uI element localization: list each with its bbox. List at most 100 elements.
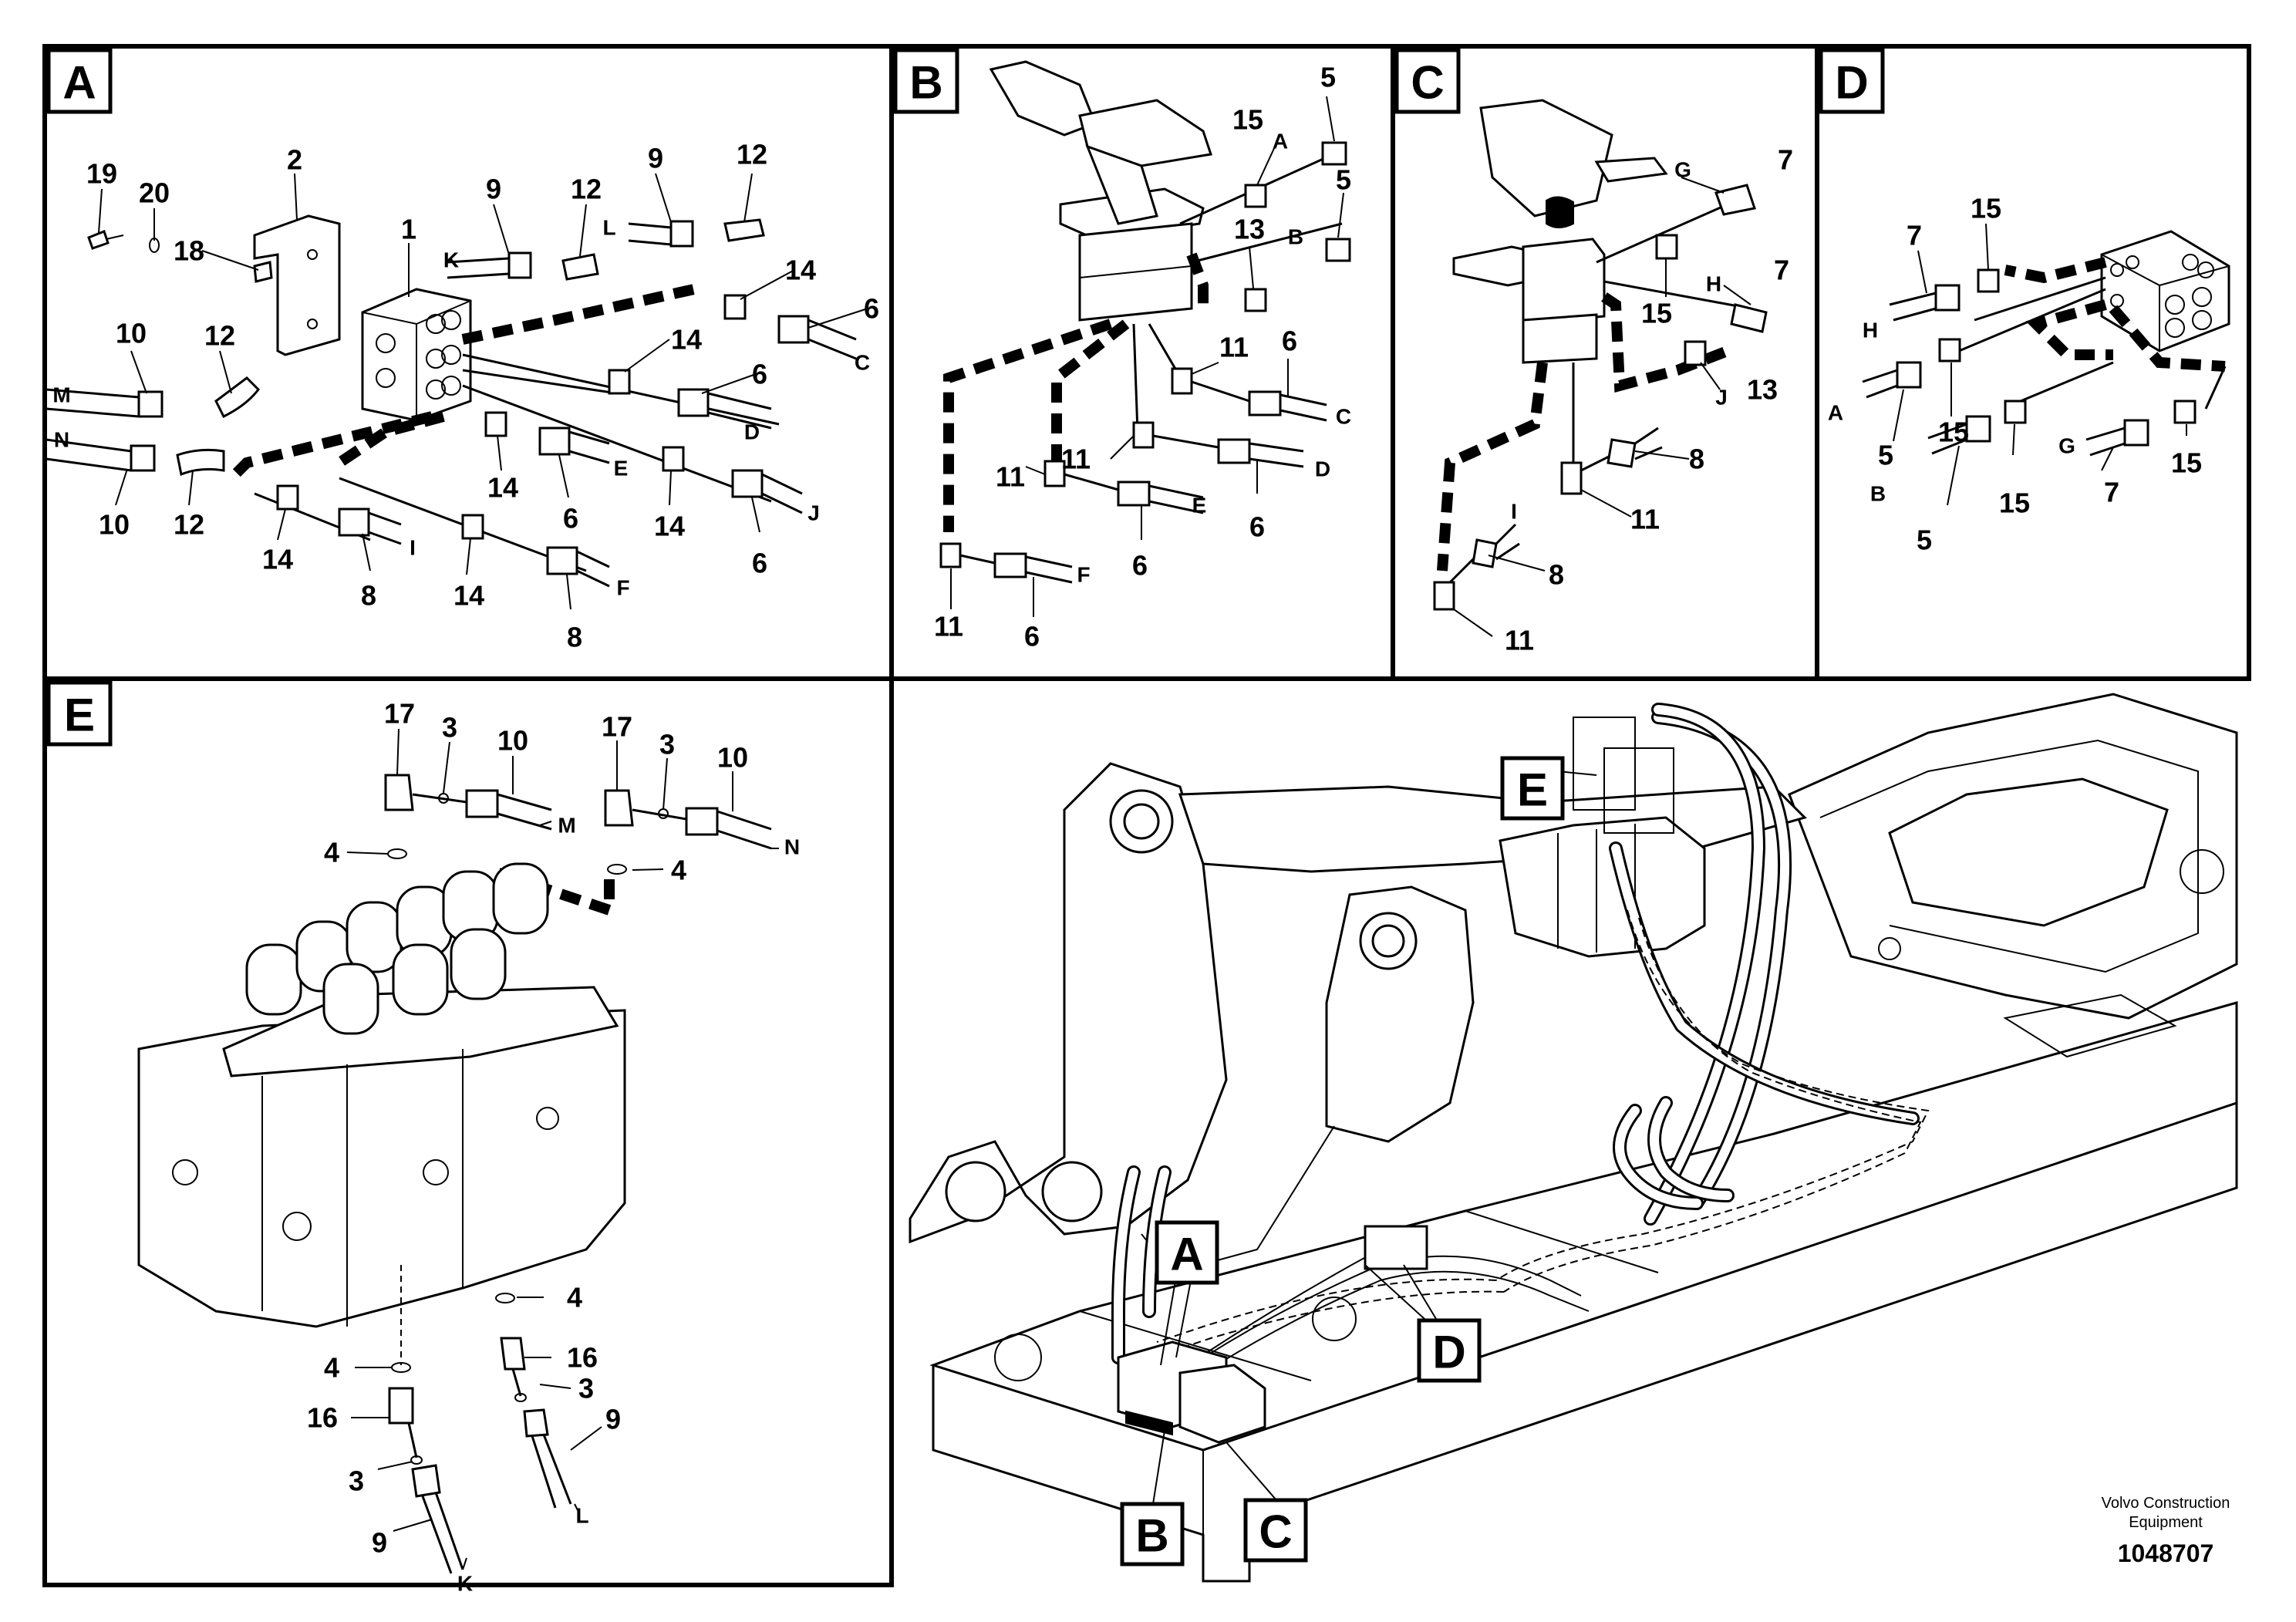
svg-text:E: E xyxy=(64,690,95,741)
panel-b-badge: B xyxy=(893,48,959,114)
callout-6: 6 xyxy=(1249,511,1265,543)
panel-a-badge: A xyxy=(46,48,113,114)
callout-6: 6 xyxy=(563,503,578,534)
panel-a-callouts: 19 20 2 18 1 9 12 9 12 14 6 10 12 14 6 1… xyxy=(86,139,879,653)
callout-6: 6 xyxy=(1132,550,1148,582)
callout-2: 2 xyxy=(287,144,302,176)
panel-b-drawing xyxy=(939,60,1351,617)
port-M: M xyxy=(52,383,70,407)
callout-14: 14 xyxy=(654,511,685,542)
callout-7: 7 xyxy=(1907,220,1922,251)
callout-11: 11 xyxy=(1505,625,1534,656)
callout-11: 11 xyxy=(996,461,1025,493)
overview-badge-e: E xyxy=(1500,756,1565,821)
callout-7: 7 xyxy=(1774,255,1789,286)
overview-badge-a: A xyxy=(1155,1220,1219,1285)
port-F: F xyxy=(1077,563,1090,587)
callout-10: 10 xyxy=(717,742,748,774)
callout-12: 12 xyxy=(204,320,235,352)
svg-text:B: B xyxy=(909,57,942,109)
callout-4: 4 xyxy=(324,1352,339,1384)
callout-11: 11 xyxy=(1630,504,1660,535)
panel-d-drawing xyxy=(1862,223,2230,506)
port-H: H xyxy=(1706,272,1721,296)
panel-e-badge: E xyxy=(46,680,113,747)
callout-15: 15 xyxy=(1232,104,1263,136)
port-H: H xyxy=(1863,319,1878,342)
callout-12: 12 xyxy=(174,509,204,541)
svg-text:A: A xyxy=(1170,1229,1203,1280)
callout-15: 15 xyxy=(1999,487,2030,519)
callout-13: 13 xyxy=(1234,214,1265,245)
overview-badge-c: C xyxy=(1243,1498,1308,1563)
panel-a-ports: K L C M D N E J I F xyxy=(52,216,870,600)
callout-16: 16 xyxy=(567,1342,598,1374)
callout-5: 5 xyxy=(1320,62,1336,93)
overview-badge-d: D xyxy=(1417,1318,1482,1383)
callout-15: 15 xyxy=(2171,447,2202,479)
callout-17: 17 xyxy=(602,711,632,743)
callout-6: 8 xyxy=(567,622,582,653)
port-L: L xyxy=(602,216,615,240)
port-J: J xyxy=(807,501,820,525)
bracket xyxy=(253,214,341,356)
port-C: C xyxy=(1336,405,1351,429)
footer-company-line2: Equipment xyxy=(2129,1514,2203,1531)
callout-20: 20 xyxy=(139,177,170,209)
callout-9: 9 xyxy=(486,174,501,205)
panel-d-frame xyxy=(1815,44,2251,681)
chassis-beam xyxy=(932,1101,2238,1583)
drawing-number: 1048707 xyxy=(2118,1539,2214,1567)
callout-3: 3 xyxy=(578,1373,594,1404)
panel-c-drawing xyxy=(1433,99,1768,637)
footer-company-line1: Volvo Construction xyxy=(2102,1495,2230,1512)
callout-14: 14 xyxy=(453,580,484,612)
port-G: G xyxy=(2058,434,2075,458)
port-F: F xyxy=(616,576,629,600)
panel-c-callouts: 7 15 7 13 8 11 8 11 xyxy=(1505,144,1793,656)
port-B: B xyxy=(1288,225,1303,249)
callout-14: 14 xyxy=(262,544,293,575)
port-K: K xyxy=(443,248,459,272)
callout-11: 11 xyxy=(1061,443,1091,475)
panel-b-callouts: 5 15 5 13 11 6 11 6 11 6 11 6 xyxy=(934,62,1351,653)
port-K: K xyxy=(457,1572,473,1596)
port-E: E xyxy=(1192,494,1207,518)
callout-9: 9 xyxy=(648,143,663,174)
valve-block-overview xyxy=(1499,816,1706,958)
port-D: D xyxy=(1315,457,1330,481)
panel-d-callouts: 15 7 15 5 15 15 7 5 15 xyxy=(1878,193,2202,556)
svg-text:E: E xyxy=(1517,764,1548,816)
panel-c-ports: G H J I xyxy=(1511,158,1728,524)
panel-e-ports: M N L K xyxy=(457,814,800,1596)
callout-8: 8 xyxy=(1689,443,1704,475)
port-I: I xyxy=(410,536,416,560)
callout-10: 10 xyxy=(497,725,528,757)
panel-a-drawing xyxy=(46,173,868,610)
callout-8: 8 xyxy=(1549,559,1564,591)
svg-text:D: D xyxy=(1432,1327,1465,1378)
callout-9: 9 xyxy=(372,1527,387,1559)
callout-4: 4 xyxy=(567,1282,582,1313)
callout-10: 10 xyxy=(116,318,147,349)
callout-7: 7 xyxy=(2104,477,2119,508)
distribution-block xyxy=(2100,230,2230,352)
port-L: L xyxy=(575,1504,588,1528)
panel-c-badge: C xyxy=(1394,48,1461,114)
panel-d-badge: D xyxy=(1819,48,1885,114)
callout-9: 9 xyxy=(605,1404,621,1435)
callout-18: 18 xyxy=(174,235,204,267)
svg-text:D: D xyxy=(1835,57,1868,109)
svg-text:A: A xyxy=(62,57,96,109)
callout-15: 15 xyxy=(1938,416,1969,448)
port-A: A xyxy=(1828,401,1843,425)
fitting-14 xyxy=(723,294,857,360)
svg-text:C: C xyxy=(1259,1506,1292,1558)
port-D: D xyxy=(744,420,760,444)
callout-12: 12 xyxy=(737,139,767,170)
footer-brand: Volvo Construction Equipment 1048707 xyxy=(2102,1495,2230,1567)
port-N: N xyxy=(784,835,800,859)
callout-5: 5 xyxy=(1878,440,1893,471)
callout-3: 3 xyxy=(442,712,457,744)
